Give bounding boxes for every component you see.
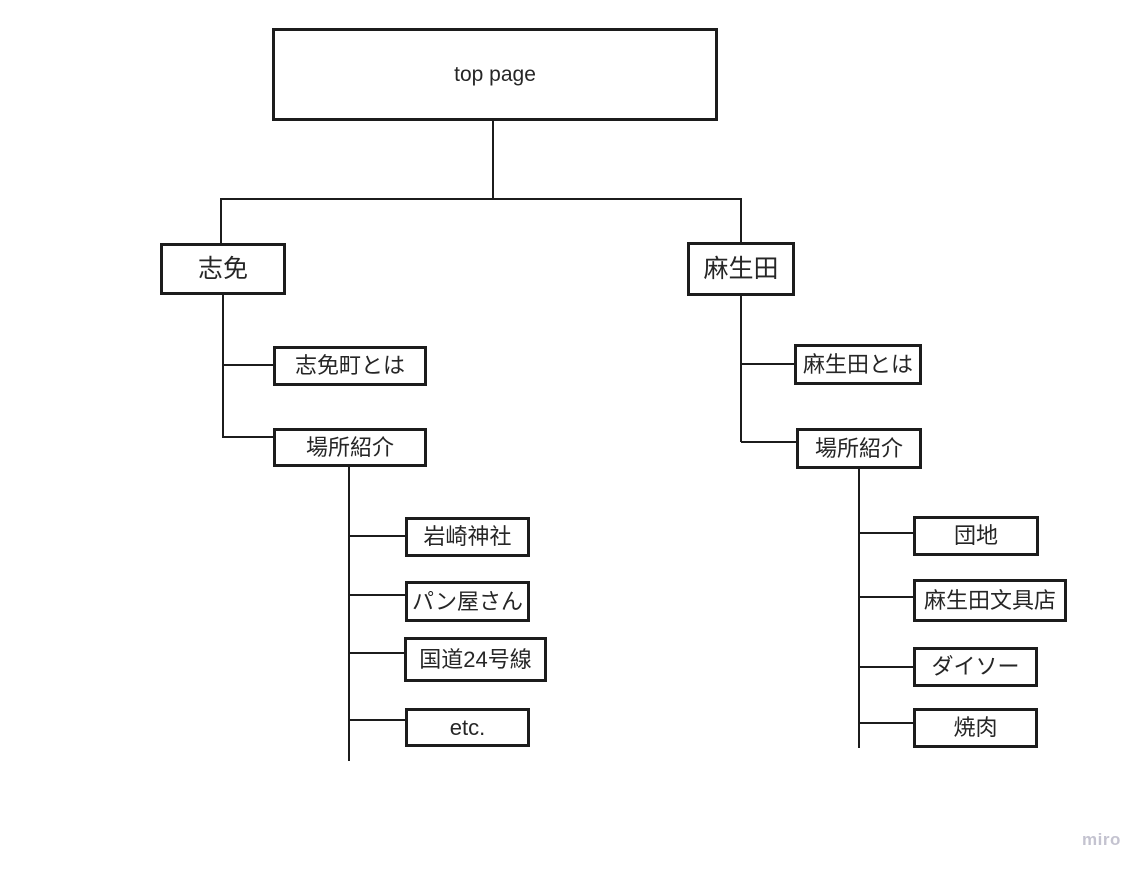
node-daiso-label: ダイソー <box>931 654 1020 679</box>
node-etc-label: etc. <box>449 714 486 740</box>
node-shime-about-label: 志免町とは <box>294 353 405 378</box>
connector-shime-stem <box>222 295 224 438</box>
node-iwasaki-shrine[interactable]: 岩崎神社 <box>405 517 530 557</box>
node-bakery-label: パン屋さん <box>411 588 524 614</box>
node-iwasaki-shrine-label: 岩崎神社 <box>423 524 512 549</box>
connector-shime-places-branch <box>223 436 273 438</box>
connector-route24-branch <box>349 652 404 654</box>
node-shime-label: 志免 <box>197 254 248 283</box>
node-yakiniku[interactable]: 焼肉 <box>913 708 1038 748</box>
connector-asoda-places-stem <box>858 468 860 748</box>
connector-shime-places-stem <box>348 467 350 761</box>
node-asoda-stationery-label: 麻生田文具店 <box>923 587 1056 613</box>
node-route-24-label: 国道24号線 <box>419 646 532 672</box>
node-bakery[interactable]: パン屋さん <box>405 581 530 622</box>
node-asoda-label: 麻生田 <box>703 254 779 283</box>
miro-logo: miro <box>1082 830 1121 849</box>
connector-iwasaki-branch <box>349 535 405 537</box>
connector-etc-branch <box>349 719 405 721</box>
connector-danchi-branch <box>859 532 913 534</box>
connector-asoda-drop <box>740 198 742 242</box>
node-shime-about[interactable]: 志免町とは <box>273 346 427 386</box>
connector-stationery-branch <box>859 596 913 598</box>
connector-top-rail <box>220 198 742 200</box>
node-asoda-places[interactable]: 場所紹介 <box>796 428 922 469</box>
connector-shime-about-branch <box>223 364 273 366</box>
node-asoda[interactable]: 麻生田 <box>687 242 795 296</box>
connector-bakery-branch <box>349 594 405 596</box>
node-danchi-label: 団地 <box>953 523 998 548</box>
node-asoda-stationery[interactable]: 麻生田文具店 <box>913 579 1067 622</box>
connector-shime-drop <box>220 198 222 243</box>
node-route-24[interactable]: 国道24号線 <box>404 637 547 682</box>
connector-asoda-places-branch <box>741 441 796 443</box>
node-etc[interactable]: etc. <box>405 708 530 747</box>
connector-root-stem <box>492 121 494 199</box>
node-shime[interactable]: 志免 <box>160 243 286 295</box>
connector-asoda-stem <box>740 296 742 442</box>
node-daiso[interactable]: ダイソー <box>913 647 1038 687</box>
connector-yakiniku-branch <box>859 722 913 724</box>
connector-asoda-about-branch <box>741 363 794 365</box>
node-asoda-about[interactable]: 麻生田とは <box>794 344 922 385</box>
node-top-page[interactable]: top page <box>272 28 718 121</box>
node-shime-places[interactable]: 場所紹介 <box>273 428 427 467</box>
node-shime-places-label: 場所紹介 <box>305 434 394 460</box>
node-asoda-places-label: 場所紹介 <box>814 435 903 461</box>
node-asoda-about-label: 麻生田とは <box>802 351 913 377</box>
node-yakiniku-label: 焼肉 <box>953 715 998 740</box>
connector-daiso-branch <box>859 666 913 668</box>
node-top-page-label: top page <box>454 63 536 86</box>
node-danchi[interactable]: 団地 <box>913 516 1039 556</box>
